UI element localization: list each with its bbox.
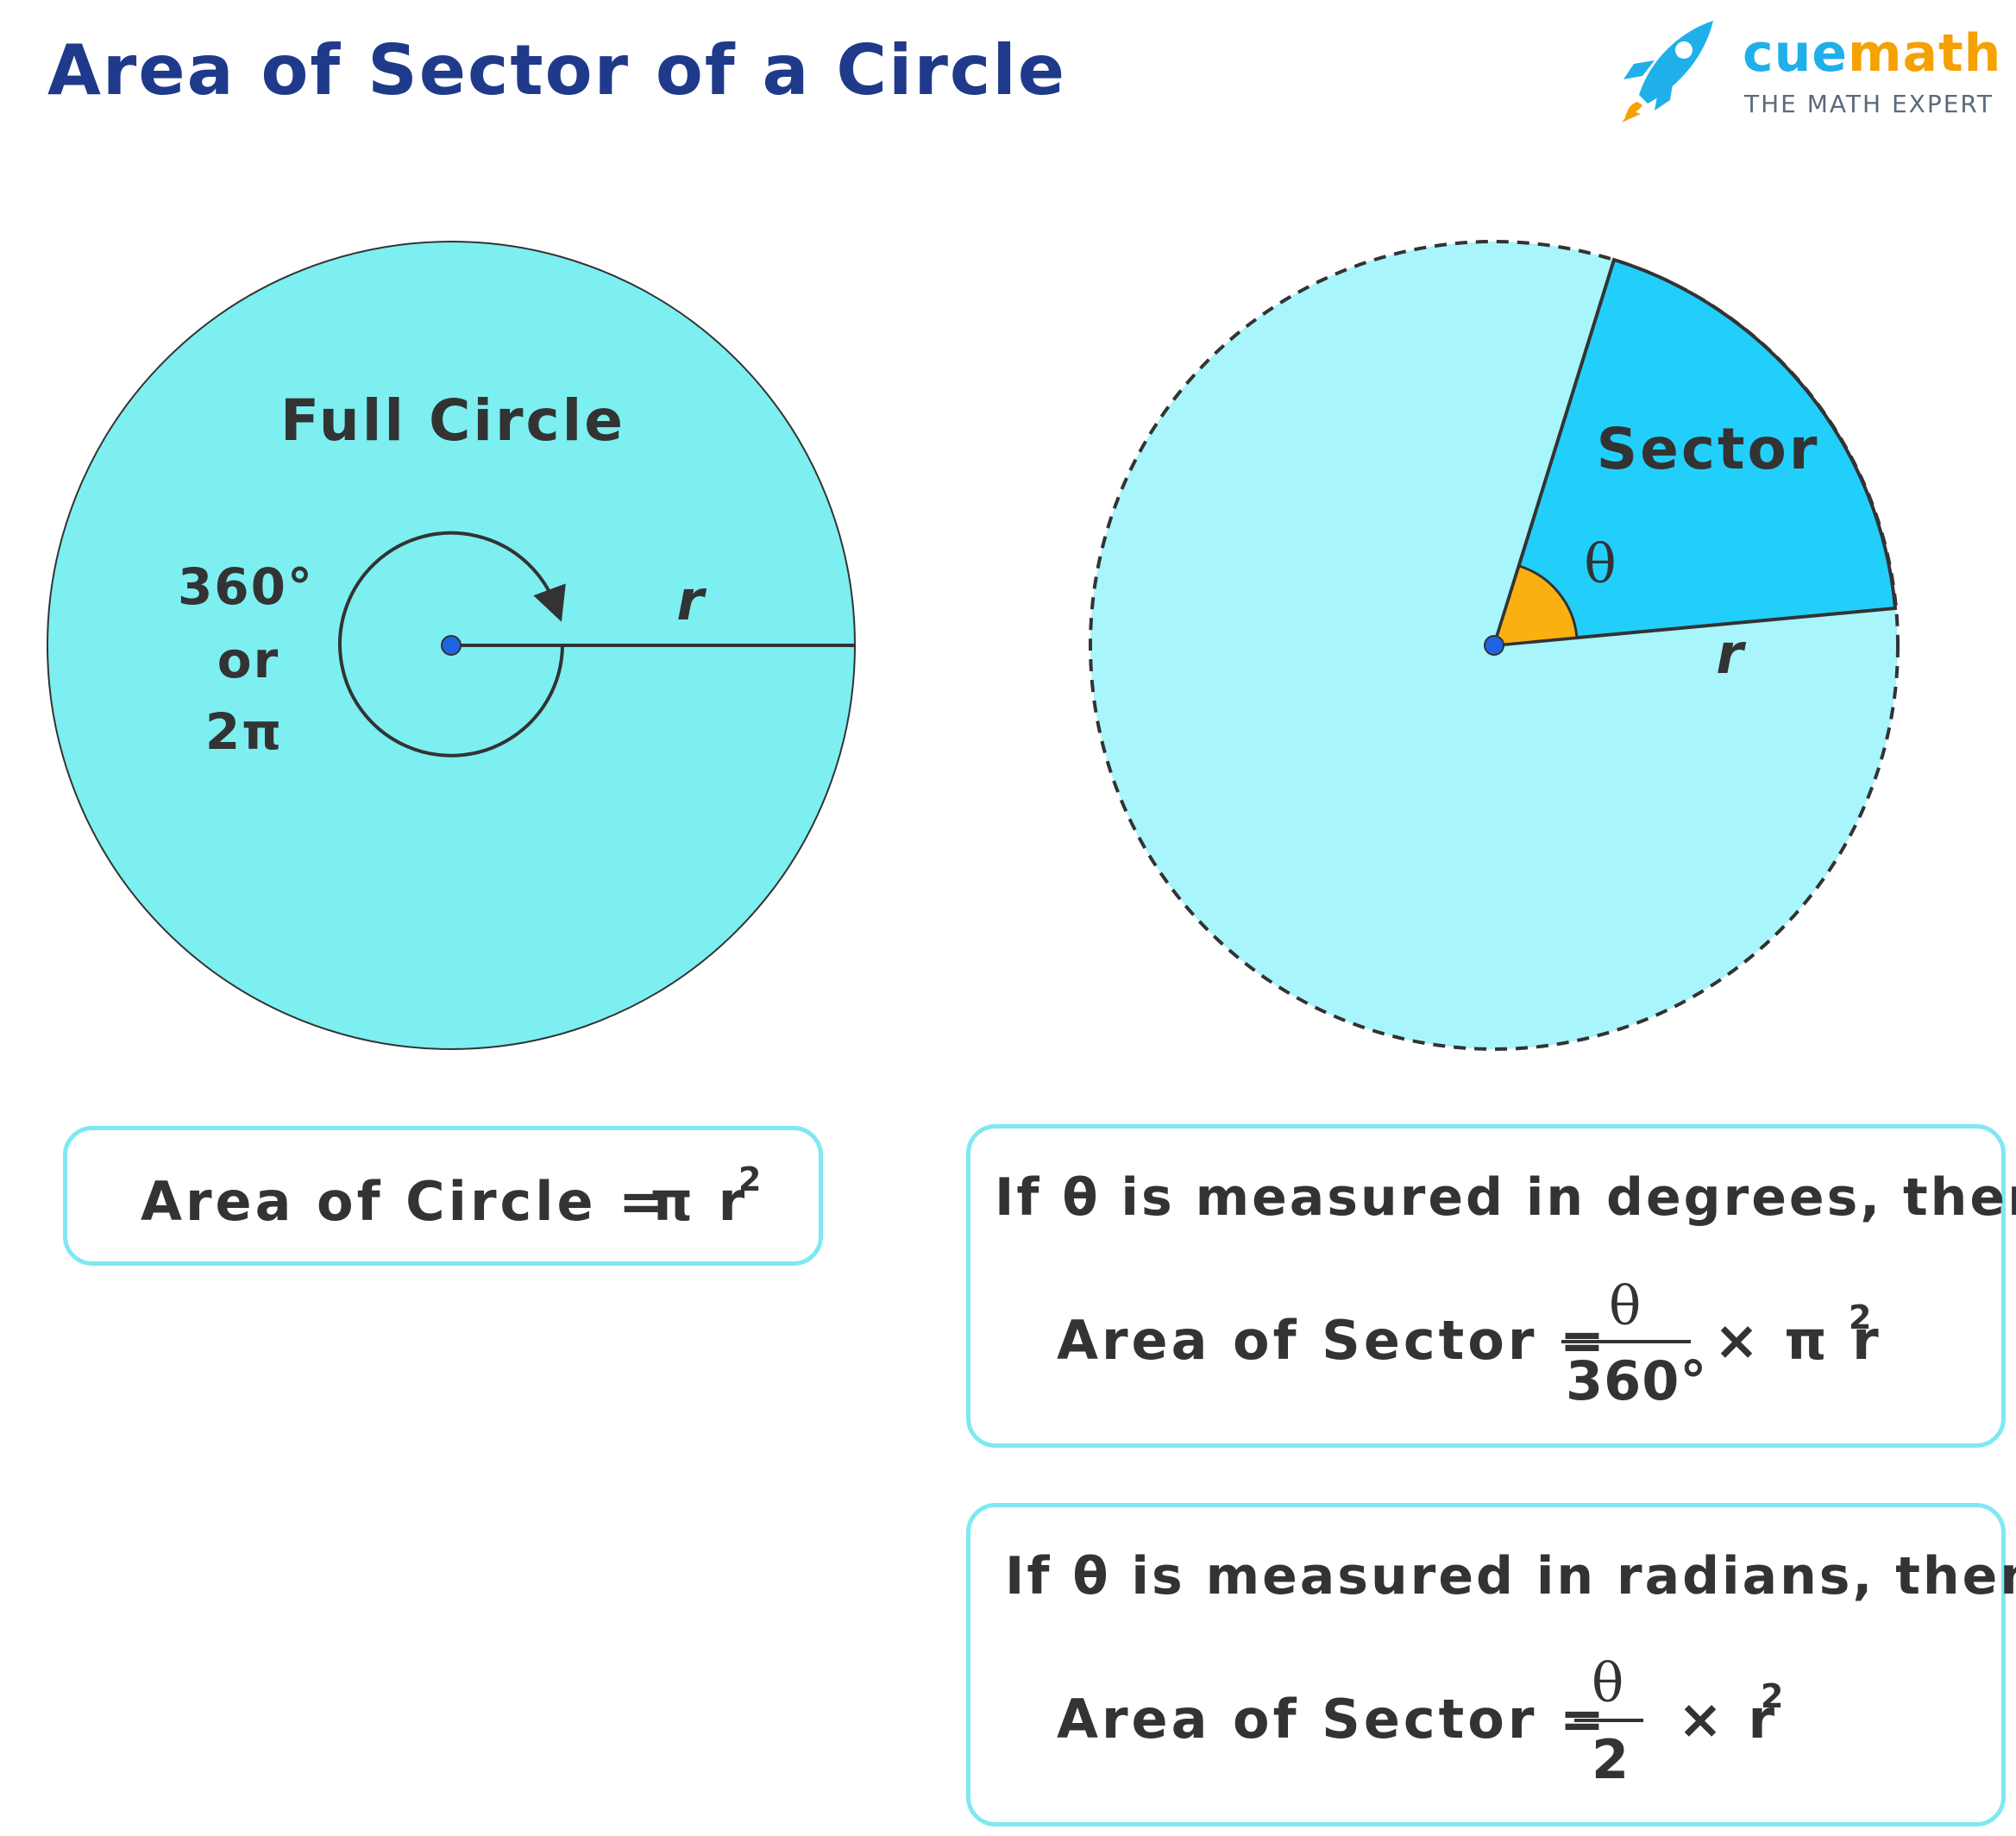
brand-tagline: THE MATH EXPERT	[1744, 90, 1994, 118]
full-circle-radius-label: r	[676, 569, 707, 633]
degrees-fraction-bar	[1561, 1340, 1691, 1343]
radians-numerator: θ	[1592, 1651, 1628, 1714]
angle-label-or: or	[217, 631, 279, 689]
degrees-condition: If θ is measured in degrees, then	[995, 1167, 2016, 1228]
angle-label-360: 360°	[178, 557, 314, 616]
rocket-icon	[1622, 21, 1713, 123]
degrees-lhs: Area of Sector =	[1057, 1309, 1608, 1372]
radians-times: × r	[1678, 1688, 1779, 1751]
rotation-arrow	[338, 531, 566, 758]
full-circle: Full Circle 360° or 2π r	[47, 241, 856, 1050]
radians-fraction-bar	[1574, 1719, 1643, 1722]
brand-logo[interactable]: cuemath THE MATH EXPERT	[1605, 9, 2001, 129]
radians-exponent: 2	[1761, 1677, 1784, 1715]
circle-area-formula-box: Area of Circle = π r 2	[63, 1126, 823, 1266]
degrees-exponent: 2	[1849, 1298, 1872, 1336]
page-title: Area of Sector of a Circle	[47, 30, 1067, 110]
radians-lhs: Area of Sector =	[1057, 1688, 1608, 1751]
full-circle-label: Full Circle	[280, 387, 625, 454]
sector-label: Sector	[1597, 416, 1820, 482]
radians-condition: If θ is measured in radians, then	[1005, 1546, 2016, 1606]
sector-radius-label: r	[1716, 623, 1746, 687]
circle-area-rhs: π r	[650, 1170, 749, 1233]
theta-label: θ	[1584, 532, 1616, 595]
circle-area-exponent: 2	[738, 1160, 762, 1198]
full-circle-center	[441, 635, 462, 656]
sector	[1492, 257, 1898, 648]
sector-degrees-formula-box: If θ is measured in degrees, then Area o…	[966, 1124, 2016, 1448]
degrees-denominator: 360°	[1566, 1349, 1708, 1412]
sector-circle: Sector θ r	[1089, 240, 1900, 1051]
sector-angle	[1492, 564, 1579, 647]
sector-radians-formula-box: If θ is measured in radians, then Area o…	[966, 1503, 2016, 1827]
circle-area-lhs: Area of Circle =	[141, 1170, 668, 1233]
angle-label-2pi: 2π	[205, 702, 283, 761]
brand-name: cuemath	[1743, 23, 2002, 84]
radians-denominator: 2	[1592, 1728, 1633, 1791]
degrees-numerator: θ	[1609, 1274, 1645, 1337]
degrees-times: × π r	[1714, 1309, 1882, 1372]
sector-circle-center	[1484, 635, 1504, 656]
